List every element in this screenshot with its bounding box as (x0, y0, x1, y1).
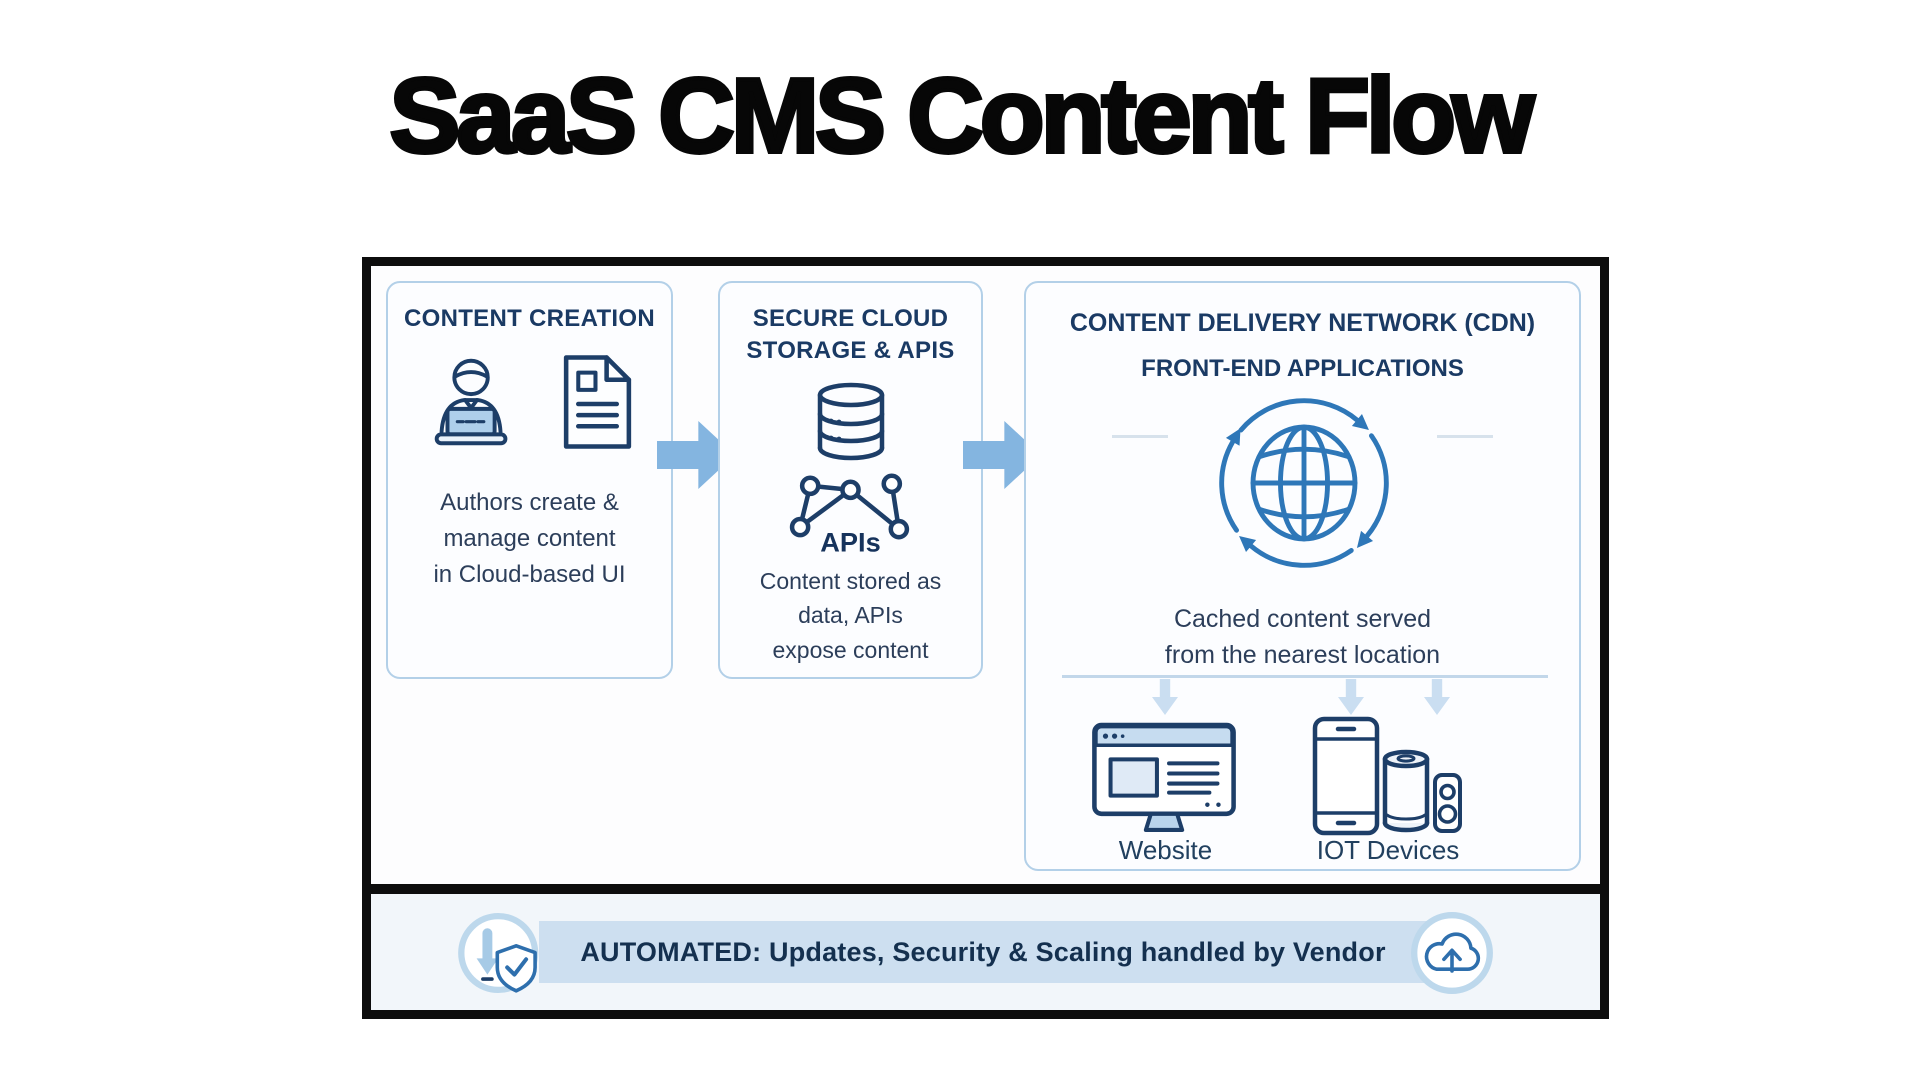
api-network-icon: APIs (789, 473, 909, 557)
content-creation-box: CONTENT CREATION (386, 281, 673, 679)
speaker-icon (1433, 773, 1462, 833)
iot-devices-icons (1312, 716, 1462, 836)
document-icon (563, 355, 631, 450)
cloud-storage-heading: SECURE CLOUD STORAGE & APIS (746, 305, 955, 365)
database-icon (817, 382, 884, 461)
down-arrow-icon (1338, 679, 1364, 715)
down-arrow-icon (1152, 679, 1178, 715)
smart-speaker-icon (1382, 749, 1430, 833)
decorative-dash (1437, 435, 1493, 438)
cloud-upload-badge-icon (1411, 912, 1493, 994)
cdn-heading: CONTENT DELIVERY NETWORK (CDN) (1069, 309, 1536, 337)
shield-check-badge-icon (458, 912, 539, 994)
page-title: SaaS CMS Content Flow (388, 55, 1537, 177)
frontend-heading: FRONT-END APPLICATIONS (1141, 355, 1464, 382)
decorative-dash (1112, 435, 1168, 438)
automation-banner: AUTOMATED: Updates, Security & Scaling h… (539, 921, 1427, 983)
diagram-frame: CONTENT CREATION (362, 257, 1609, 1019)
globe-sync-icon (1219, 398, 1389, 568)
flow-area: CONTENT CREATION (371, 266, 1600, 884)
down-arrow-icon (1424, 679, 1450, 715)
content-creation-heading: CONTENT CREATION (403, 305, 655, 332)
cdn-body: Cached content served from the nearest l… (1164, 605, 1441, 670)
cloud-storage-box: SECURE CLOUD STORAGE & APIS (718, 281, 983, 679)
automation-footer: AUTOMATED: Updates, Security & Scaling h… (371, 894, 1600, 1010)
content-creation-body: Authors create & manage content in Cloud… (433, 489, 626, 589)
cdn-divider-line (1062, 675, 1548, 678)
smartphone-icon (1312, 716, 1380, 836)
monitor-website-icon (1092, 722, 1236, 832)
apis-label: APIs (820, 526, 880, 557)
website-label: Website (1118, 835, 1213, 865)
cloud-storage-body: Content stored as data, APIs expose cont… (759, 567, 942, 663)
automation-banner-text: AUTOMATED: Updates, Security & Scaling h… (580, 936, 1386, 967)
iot-devices-label: IOT Devices (1316, 835, 1460, 865)
cdn-box: CONTENT DELIVERY NETWORK (CDN) FRONT-END… (1024, 281, 1581, 871)
frame-divider (371, 884, 1600, 894)
author-laptop-icon (434, 359, 507, 446)
creation-icons (388, 351, 671, 453)
